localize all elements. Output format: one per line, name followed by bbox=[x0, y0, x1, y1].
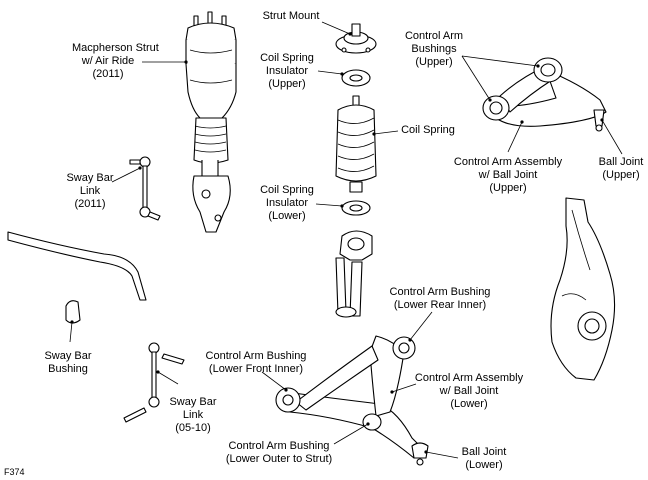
label-line: (Upper) bbox=[268, 78, 306, 90]
label-control-arm-bushing-lower-front-inner: Control Arm Bushing (Lower Front Inner) bbox=[200, 350, 312, 376]
label-line: Control Arm Bushing bbox=[228, 440, 330, 452]
label-control-arm-bushings-upper: Control Arm Bushings (Upper) bbox=[402, 30, 466, 69]
label-sway-bar-link-2011: Sway Bar Link (2011) bbox=[64, 172, 116, 211]
label-line: Bushings bbox=[411, 43, 457, 55]
label-line: Control Arm Bushing bbox=[205, 350, 307, 362]
label-sway-bar-bushing: Sway Bar Bushing bbox=[38, 350, 98, 376]
label-line: Sway Bar bbox=[66, 172, 114, 184]
label-strut-mount: Strut Mount bbox=[256, 10, 326, 23]
label-line: Control Arm Bushing bbox=[389, 286, 491, 298]
label-line: Insulator bbox=[265, 197, 309, 209]
label-coil-spring-insulator-upper: Coil Spring Insulator (Upper) bbox=[256, 52, 318, 91]
label-sway-bar-link-05-10: Sway Bar Link (05-10) bbox=[166, 396, 220, 435]
label-coil-spring-insulator-lower: Coil Spring Insulator (Lower) bbox=[256, 184, 318, 223]
coil-upper-insulator-drawing bbox=[341, 69, 371, 87]
label-line: Ball Joint bbox=[461, 446, 507, 458]
label-line: Insulator bbox=[265, 65, 309, 77]
lower-control-arm-drawing bbox=[275, 335, 429, 466]
label-line: (Upper) bbox=[602, 169, 640, 181]
label-line: Coil Spring bbox=[260, 184, 314, 196]
label-line: (05-10) bbox=[175, 422, 211, 434]
sway-bar-link-2011-drawing bbox=[129, 156, 161, 221]
figure-id: F374 bbox=[4, 467, 25, 477]
label-line: Ball Joint bbox=[598, 156, 644, 168]
label-line: Coil Spring bbox=[260, 52, 314, 64]
label-ball-joint-upper: Ball Joint (Upper) bbox=[594, 156, 648, 182]
label-line: Bushing bbox=[48, 363, 88, 375]
label-line: (Lower) bbox=[465, 459, 503, 471]
steering-knuckle-drawing bbox=[550, 197, 616, 381]
label-control-arm-bushing-lower-outer: Control Arm Bushing (Lower Outer to Stru… bbox=[220, 440, 338, 466]
label-line: Link bbox=[79, 185, 101, 197]
lower-strut-fork-drawing bbox=[335, 230, 373, 318]
label-line: Link bbox=[182, 409, 204, 421]
label-ball-joint-lower: Ball Joint (Lower) bbox=[456, 446, 512, 472]
label-line: (Lower) bbox=[268, 210, 306, 222]
label-control-arm-bushing-lower-rear-inner: Control Arm Bushing (Lower Rear Inner) bbox=[384, 286, 496, 312]
coil-spring-drawing bbox=[335, 95, 377, 193]
upper-control-arm-drawing bbox=[482, 57, 607, 132]
label-line: (Lower Front Inner) bbox=[208, 363, 304, 375]
label-line: Control Arm bbox=[404, 30, 464, 42]
label-line: (Upper) bbox=[415, 56, 453, 68]
sway-bar-link-0510-drawing bbox=[123, 342, 185, 423]
label-macpherson-strut: Macpherson Strut w/ Air Ride (2011) bbox=[72, 42, 159, 81]
label-line: w/ Ball Joint bbox=[478, 169, 538, 181]
strut-mount-drawing bbox=[335, 23, 377, 54]
label-control-arm-assembly-lower: Control Arm Assembly w/ Ball Joint (Lowe… bbox=[410, 372, 528, 411]
label-line: Sway Bar bbox=[169, 396, 217, 408]
macpherson-strut-drawing bbox=[185, 11, 237, 233]
label-line: (Upper) bbox=[489, 182, 527, 194]
label-line: (2011) bbox=[92, 68, 124, 80]
coil-lower-insulator-drawing bbox=[341, 200, 371, 216]
label-line: Control Arm Assembly bbox=[453, 156, 563, 168]
label-line: w/ Air Ride bbox=[81, 55, 135, 67]
label-line: (Lower Rear Inner) bbox=[393, 299, 487, 311]
label-control-arm-assembly-upper: Control Arm Assembly w/ Ball Joint (Uppe… bbox=[452, 156, 564, 195]
label-line: Sway Bar bbox=[44, 350, 92, 362]
sway-bar-bushing-drawing bbox=[65, 300, 81, 324]
label-line: (2011) bbox=[74, 198, 106, 210]
label-line: (Lower) bbox=[450, 398, 488, 410]
label-coil-spring: Coil Spring bbox=[398, 124, 458, 137]
leader-lines bbox=[69, 21, 623, 459]
label-line: w/ Ball Joint bbox=[439, 385, 499, 397]
sway-bar-drawing bbox=[7, 231, 147, 301]
label-line: (Lower Outer to Strut) bbox=[225, 453, 333, 465]
label-line: Coil Spring bbox=[401, 124, 455, 136]
label-line: Strut Mount bbox=[262, 10, 320, 22]
label-line: Macpherson Strut bbox=[72, 42, 159, 54]
label-line: Control Arm Assembly bbox=[414, 372, 524, 384]
